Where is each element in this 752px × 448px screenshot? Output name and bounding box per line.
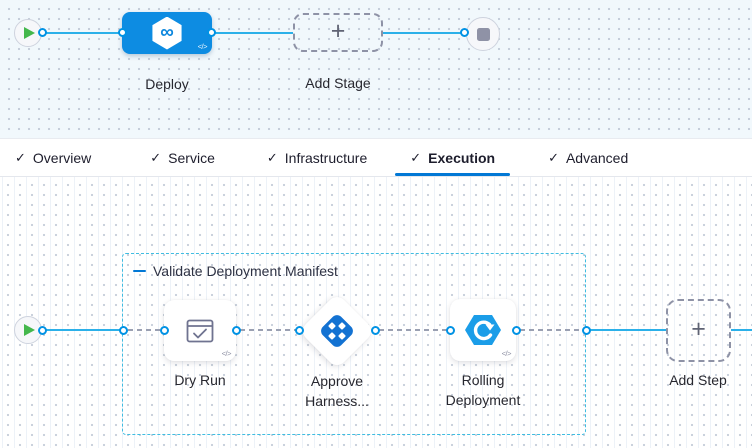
collapse-group-icon[interactable] (133, 269, 146, 273)
step-label-rolling: Rolling Deployment (443, 370, 523, 410)
step-node-dry-run[interactable]: </> (164, 300, 236, 361)
approve-out-port[interactable] (371, 326, 380, 335)
edge-start-deploy (44, 32, 124, 34)
add-step-button[interactable]: + (666, 299, 731, 362)
edge-start-group (44, 329, 124, 331)
deploy-in-port[interactable] (118, 28, 127, 37)
code-icon[interactable]: </> (501, 349, 512, 358)
group-out-port[interactable] (582, 326, 591, 335)
stage-canvas[interactable]: ∞ </> + Deploy Add Stage (0, 0, 752, 138)
tab-advanced[interactable]: ✓ Advanced (548, 139, 628, 176)
stage-config-tabbar: ✓ Overview ✓ Service ✓ Infrastructure ✓ … (0, 138, 752, 177)
label-line: Rolling (461, 372, 505, 388)
check-icon: ✓ (150, 149, 162, 165)
label-line: Approve (310, 373, 364, 389)
add-stage-button[interactable]: + (293, 13, 383, 52)
code-icon[interactable]: </> (221, 349, 232, 358)
dry-run-icon (186, 319, 214, 342)
edge-addstep-out (731, 329, 752, 331)
check-icon: ✓ (15, 149, 26, 165)
dry-run-out-port[interactable] (232, 326, 241, 335)
tab-infrastructure[interactable]: ✓ Infrastructure (267, 139, 367, 176)
edge-approve-rolling (379, 329, 451, 331)
edge-group-addstep (590, 329, 667, 331)
rolling-deployment-icon (465, 315, 501, 345)
add-stage-label: Add Stage (305, 75, 371, 91)
pipeline-end-node[interactable] (466, 17, 500, 51)
edge-dryrun-approve (240, 329, 298, 331)
add-step-label: Add Step (669, 372, 727, 388)
exec-start-out-port[interactable] (38, 326, 47, 335)
tab-label: Infrastructure (284, 149, 368, 166)
tab-label: Advanced (565, 149, 629, 166)
edge-deploy-addstage (214, 32, 293, 34)
code-icon[interactable]: </> (197, 42, 208, 51)
stop-icon (476, 27, 490, 41)
execution-start-node[interactable] (14, 316, 42, 344)
play-icon (24, 27, 35, 39)
tab-label: Service (168, 149, 215, 166)
check-icon: ✓ (410, 149, 422, 165)
plus-icon: + (691, 315, 706, 343)
play-icon (24, 324, 35, 336)
tab-label: Execution (428, 149, 496, 166)
group-in-port[interactable] (119, 326, 128, 335)
end-in-port[interactable] (460, 28, 469, 37)
deploy-out-port[interactable] (207, 28, 216, 37)
step-label-approve: Approve Harness... (297, 371, 377, 411)
tab-overview[interactable]: ✓ Overview (15, 139, 91, 176)
approval-icon (321, 315, 353, 347)
step-node-approve[interactable] (298, 292, 376, 370)
tab-service[interactable]: ✓ Service (150, 139, 215, 176)
tab-execution[interactable]: ✓ Execution (395, 139, 510, 176)
dry-run-in-port[interactable] (160, 326, 169, 335)
check-icon: ✓ (266, 149, 278, 165)
pipeline-start-node[interactable] (14, 19, 42, 47)
start-out-port[interactable] (38, 28, 47, 37)
approve-in-port[interactable] (295, 326, 304, 335)
execution-canvas[interactable] (0, 177, 752, 448)
tab-label: Overview (32, 149, 92, 166)
harness-logo-icon: ∞ (152, 16, 182, 50)
edge-group-dryrun (128, 329, 164, 331)
check-icon: ✓ (548, 149, 559, 165)
step-group-container (122, 253, 586, 435)
rolling-in-port[interactable] (446, 326, 455, 335)
step-group-label: Validate Deployment Manifest (153, 263, 338, 279)
stage-label-deploy: Deploy (145, 76, 189, 92)
edge-addstage-end (383, 32, 465, 34)
stage-node-deploy[interactable]: ∞ </> (122, 12, 212, 54)
rolling-out-port[interactable] (512, 326, 521, 335)
step-group-header: Validate Deployment Manifest (133, 263, 338, 279)
label-line: Deployment (445, 392, 521, 408)
step-label-dry-run: Dry Run (174, 372, 226, 388)
label-line: Harness... (305, 393, 369, 409)
plus-icon: + (330, 17, 346, 45)
edge-rolling-groupend (520, 329, 586, 331)
step-node-rolling-deployment[interactable]: </> (450, 299, 516, 361)
